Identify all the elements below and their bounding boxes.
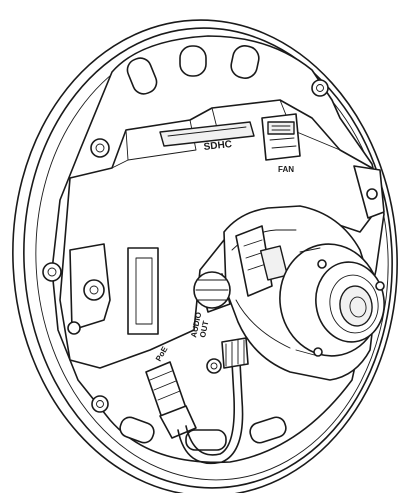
side-mount-tab bbox=[353, 165, 385, 219]
mount-slot bbox=[126, 57, 158, 95]
screw bbox=[42, 262, 62, 282]
screw bbox=[206, 358, 222, 374]
fan-port bbox=[267, 121, 295, 135]
cable-grommet bbox=[221, 337, 249, 369]
fan-connector: FAN bbox=[261, 113, 301, 174]
screw bbox=[366, 188, 378, 200]
mount-slot bbox=[230, 45, 260, 79]
screw bbox=[91, 395, 109, 413]
lens-screw bbox=[313, 347, 323, 357]
mount-slot bbox=[185, 429, 227, 451]
gimbal-clip bbox=[259, 245, 289, 281]
fan-label: FAN bbox=[278, 165, 294, 174]
sdhc-label: SDHC bbox=[203, 139, 232, 153]
poe-cable: PoE bbox=[145, 337, 249, 464]
gimbal-bracket bbox=[235, 225, 273, 297]
mount-slot bbox=[119, 416, 155, 444]
screw bbox=[311, 79, 329, 97]
lens-glass bbox=[339, 285, 373, 327]
lens-screw bbox=[375, 281, 385, 291]
audio-out-label-line2: OUT bbox=[198, 320, 210, 338]
ground-screw bbox=[83, 279, 105, 301]
screw bbox=[67, 321, 81, 335]
screw bbox=[90, 138, 110, 158]
side-panel bbox=[127, 247, 159, 335]
housing-body bbox=[42, 99, 379, 369]
mount-slot bbox=[249, 416, 287, 444]
sdhc-slot: SDHC bbox=[159, 121, 255, 153]
lens-gimbal bbox=[193, 205, 385, 381]
mount-slot bbox=[179, 45, 207, 77]
lens-screw bbox=[317, 259, 327, 269]
